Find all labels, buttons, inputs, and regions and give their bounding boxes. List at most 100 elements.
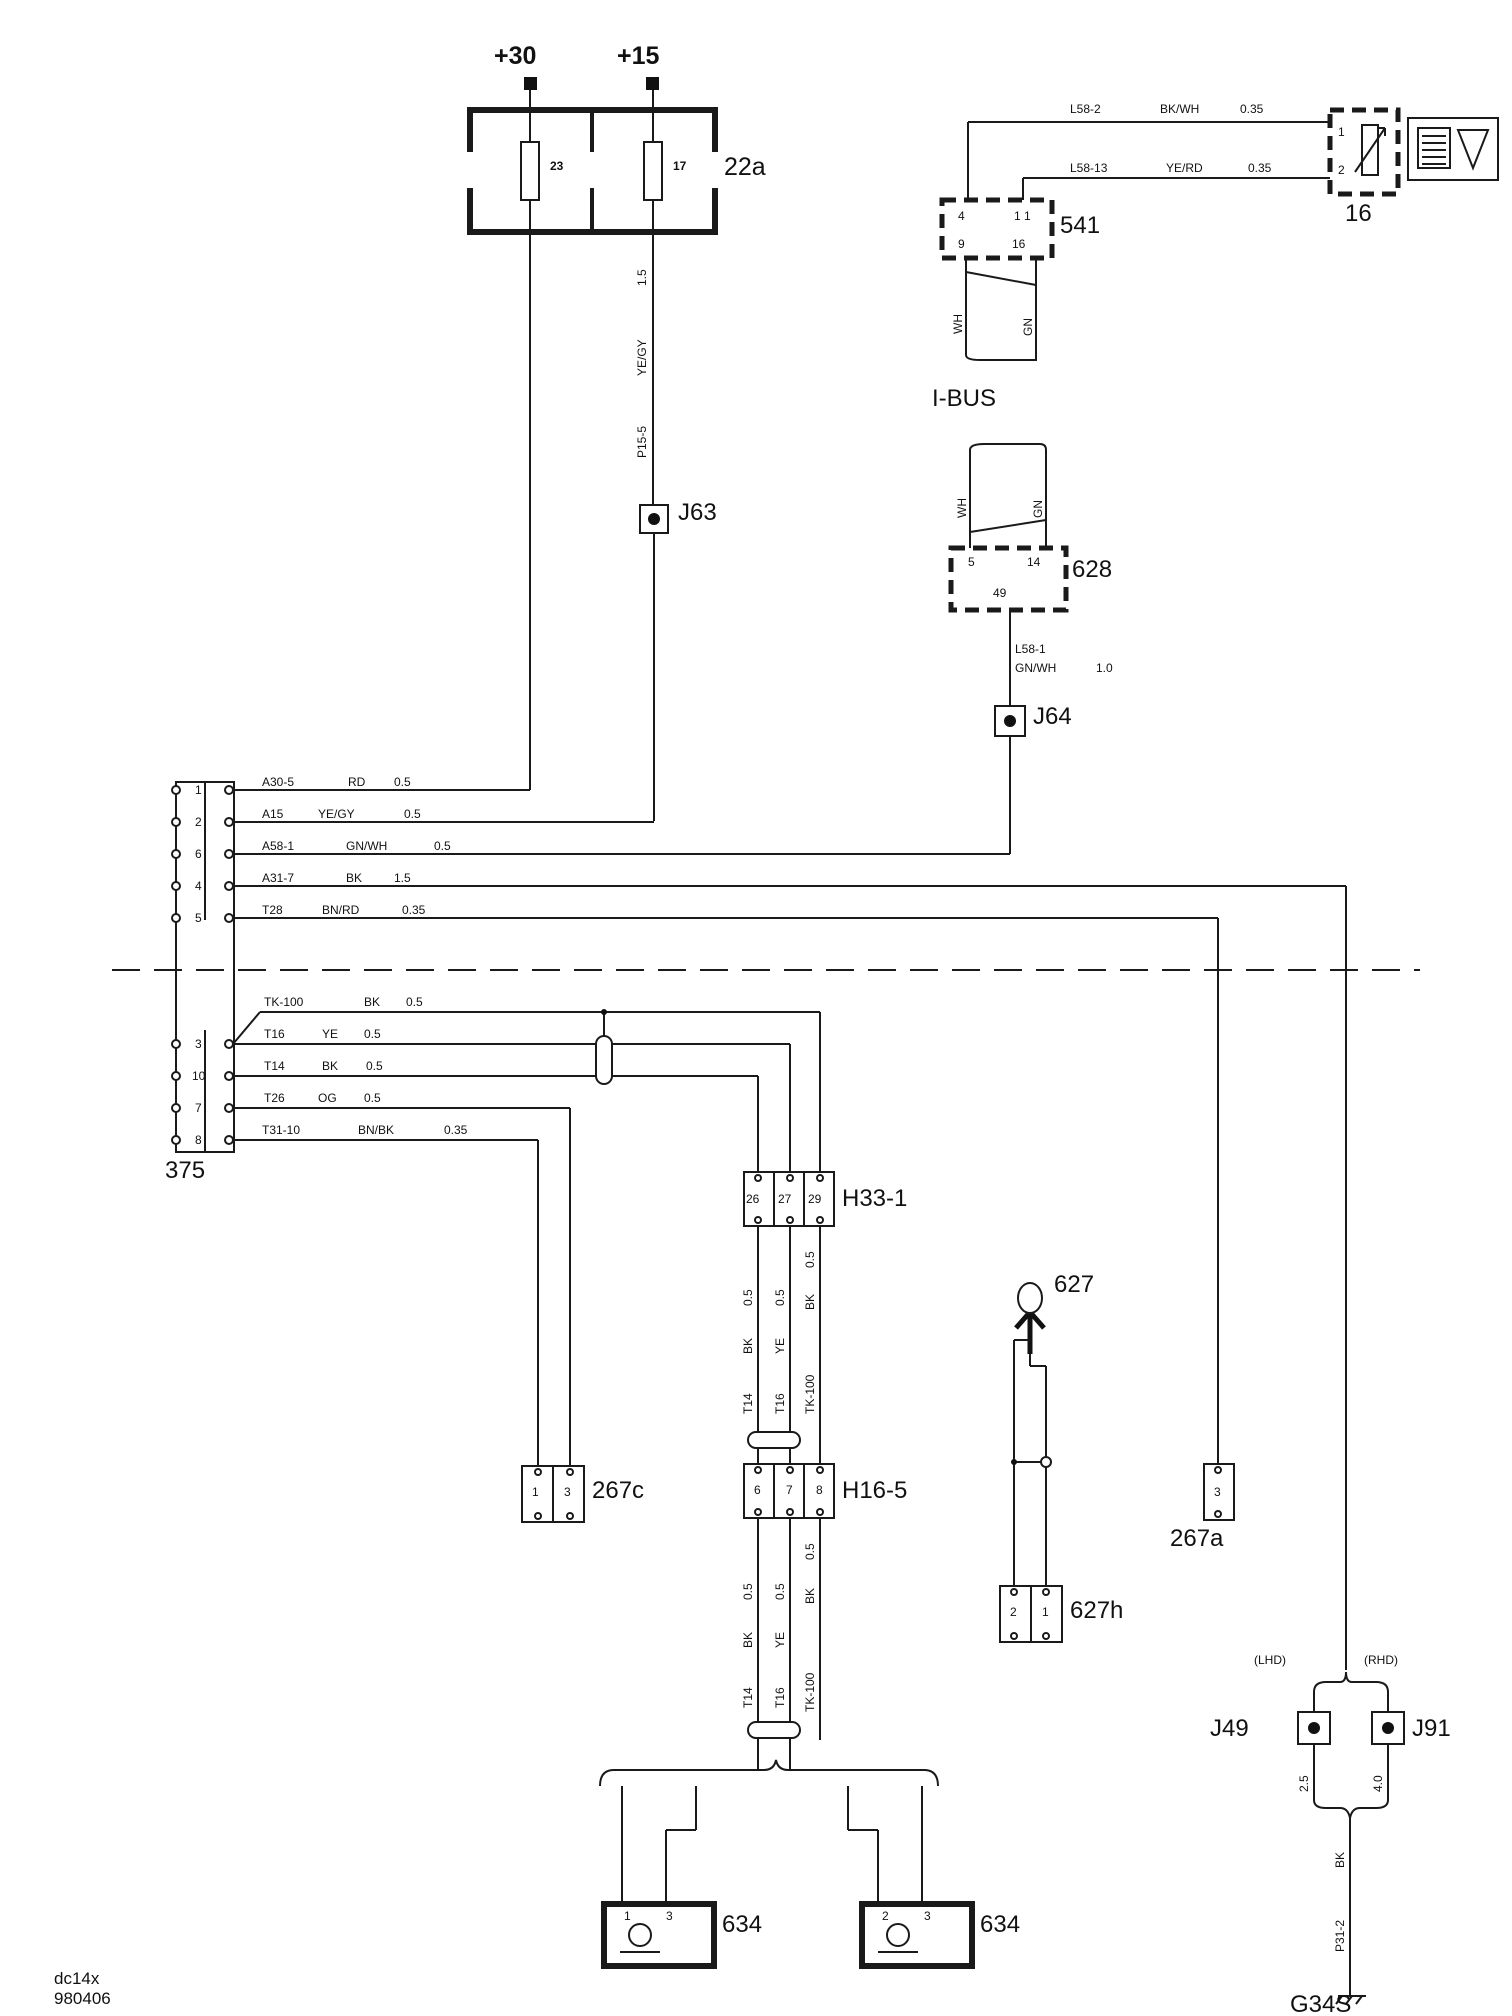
module-628-pin-49: 49: [993, 586, 1007, 600]
module-628-wire-color: GN/WH: [1015, 661, 1056, 675]
lrow3-size: 0.5: [366, 1059, 383, 1073]
lrow4-size: 0.5: [364, 1091, 381, 1105]
lrow5-pin: 8: [195, 1133, 202, 1147]
sensor-wire2-code: L58-13: [1070, 161, 1108, 175]
row5-pin: 5: [195, 911, 202, 925]
row2-code: A15: [262, 807, 284, 821]
row2-color: YE/GY: [318, 807, 355, 821]
fuse17-wire-code: P15-5: [635, 426, 649, 458]
module-628-pin-5: 5: [968, 555, 975, 569]
bundle1-code-a: T14: [741, 1393, 755, 1414]
h16-label: H16-5: [842, 1477, 907, 1504]
bundle1-code-c: TK-100: [803, 1374, 817, 1414]
row3-color: GN/WH: [346, 839, 387, 853]
module-628-wire-code: L58-1: [1015, 642, 1046, 656]
module-541-label: 541: [1060, 212, 1100, 239]
row3-size: 0.5: [434, 839, 451, 853]
footer-line2: 980406: [54, 1989, 111, 2008]
junction-j91-label: J91: [1412, 1715, 1451, 1742]
connector-267c: [521, 1465, 585, 1523]
ibus-top-wh: WH: [951, 314, 965, 334]
speaker-left: [601, 1901, 717, 1969]
sensor-16: [1327, 107, 1401, 197]
fuse-23-label: 23: [550, 159, 564, 173]
antenna-label: 627: [1054, 1271, 1094, 1298]
bundle2-size-c: 0.5: [803, 1543, 817, 1560]
h16-pin-6: 6: [754, 1483, 761, 1497]
bundle1-size-c: 0.5: [803, 1251, 817, 1268]
sensor-pin2: 2: [1338, 163, 1345, 177]
row1-size: 0.5: [394, 775, 411, 789]
bundle1-code-b: T16: [773, 1393, 787, 1414]
lrow3-pin: 10: [192, 1069, 206, 1083]
bundle2-color-a: BK: [741, 1632, 755, 1648]
fuse-17-label: 17: [673, 159, 687, 173]
speaker-right-pin-3: 3: [924, 1909, 931, 1923]
row1-color: RD: [348, 775, 366, 789]
speaker-left-pin-1: 1: [624, 1909, 631, 1923]
sensor-16-label: 16: [1345, 200, 1372, 227]
bundle1-color-b: YE: [773, 1338, 787, 1354]
row3-code: A58-1: [262, 839, 294, 853]
row2-pin: 2: [195, 815, 202, 829]
ground-id: G34S: [1290, 1991, 1351, 2016]
bundle2-size-a: 0.5: [741, 1583, 755, 1600]
lrow5-code: T31-10: [262, 1123, 300, 1137]
bundle2-size-b: 0.5: [773, 1583, 787, 1600]
module-541-pin-9: 9: [958, 237, 965, 251]
sensor-wire1-size: 0.35: [1240, 102, 1264, 116]
fuse-box-22a: [466, 107, 719, 235]
h33-pin-27: 27: [778, 1192, 792, 1206]
c267c-label: 267c: [592, 1477, 644, 1504]
ground-icon: [1335, 1995, 1366, 2005]
junction-j63-label: J63: [678, 499, 717, 526]
module-541-pin-16: 16: [1012, 237, 1026, 251]
c627h-pin-2: 2: [1010, 1605, 1017, 1619]
ground-wire-code: P31-2: [1333, 1920, 1347, 1952]
speaker-left-pin-3: 3: [666, 1909, 673, 1923]
h16-pin-8: 8: [816, 1483, 823, 1497]
row5-code: T28: [262, 903, 283, 917]
lrow1-size: 0.5: [406, 995, 423, 1009]
sensor-wire2-size: 0.35: [1248, 161, 1272, 175]
ibus-top-gn: GN: [1021, 318, 1035, 336]
lrow1-color: BK: [364, 995, 380, 1009]
row4-size: 1.5: [394, 871, 411, 885]
sensor-wire1-color: BK/WH: [1160, 102, 1199, 116]
c627h-label: 627h: [1070, 1597, 1123, 1624]
row2-size: 0.5: [404, 807, 421, 821]
row4-pin: 4: [195, 879, 202, 893]
c627h-pin-1: 1: [1042, 1605, 1049, 1619]
lrow3-color: BK: [322, 1059, 338, 1073]
row3-pin: 6: [195, 847, 202, 861]
sensor-wire2-color: YE/RD: [1166, 161, 1203, 175]
speaker-left-label: 634: [722, 1911, 762, 1938]
lhd-label: (LHD): [1254, 1653, 1286, 1667]
module-628-label: 628: [1072, 556, 1112, 583]
lrow4-code: T26: [264, 1091, 285, 1105]
lrow4-color: OG: [318, 1091, 337, 1105]
lrow5-size: 0.35: [444, 1123, 468, 1137]
bundle2-code-a: T14: [741, 1687, 755, 1708]
h33-pin-29: 29: [808, 1192, 822, 1206]
terminal-30-label: +30: [494, 42, 536, 70]
bundle2-color-b: YE: [773, 1632, 787, 1648]
bundle2-code-c: TK-100: [803, 1672, 817, 1712]
c267a-pin-3: 3: [1214, 1485, 1221, 1499]
bundle2-color-c: BK: [803, 1588, 817, 1604]
junction-j49-label: J49: [1210, 1715, 1249, 1742]
ibus-label: I-BUS: [932, 385, 996, 412]
lrow2-code: T16: [264, 1027, 285, 1041]
row4-color: BK: [346, 871, 362, 885]
h16-pin-7: 7: [786, 1483, 793, 1497]
junction-j64-label: J64: [1033, 703, 1072, 730]
terminal-15-label: +15: [617, 42, 660, 70]
lrow4-pin: 7: [195, 1101, 202, 1115]
sensor-symbol-icon: [1407, 117, 1499, 181]
lrow2-color: YE: [322, 1027, 338, 1041]
lrow3-code: T14: [264, 1059, 285, 1073]
row5-size: 0.35: [402, 903, 426, 917]
terminal-15-marker: [646, 77, 659, 90]
bundle2-code-b: T16: [773, 1687, 787, 1708]
lrow5-color: BN/BK: [358, 1123, 394, 1137]
